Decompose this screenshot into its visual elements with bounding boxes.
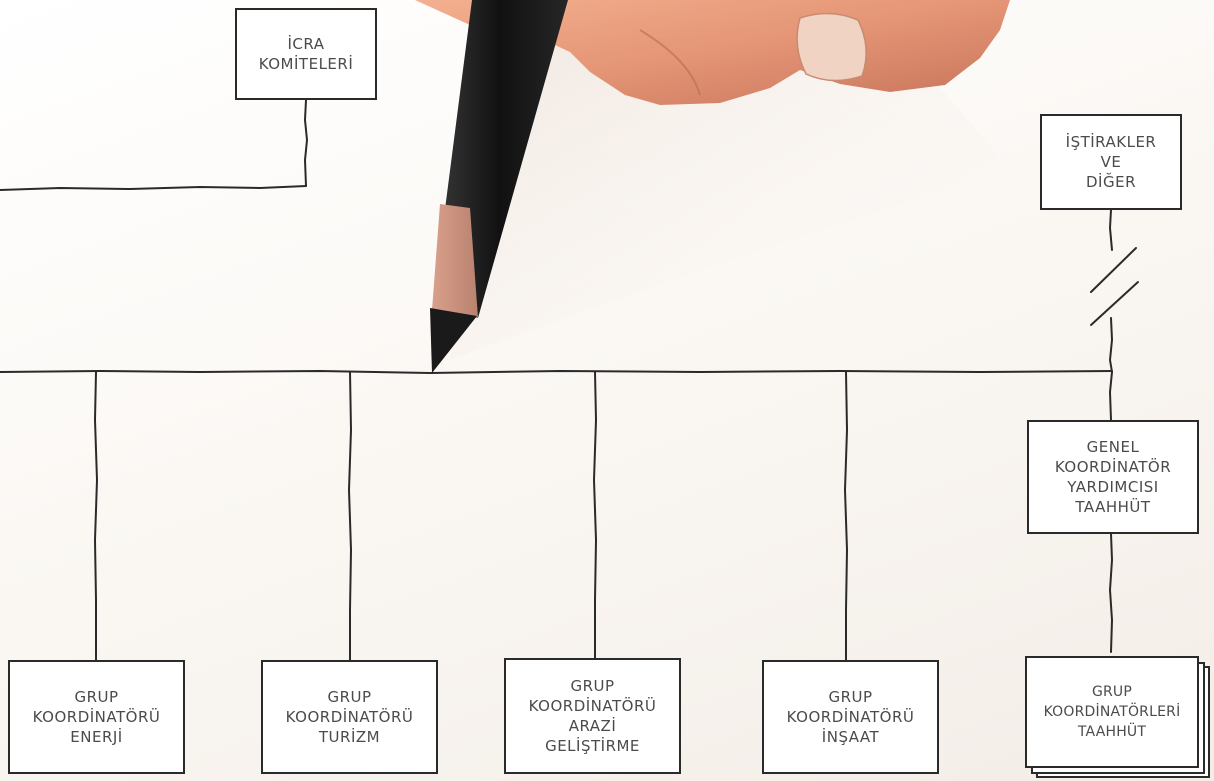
box-turizm-line-3: TURİZM bbox=[318, 728, 381, 746]
box-istirakler-line-2: VE bbox=[1100, 153, 1122, 171]
box-genel-koordinator-yardimcisi: GENEL KOORDİNATÖR YARDIMCISI TAAHHÜT bbox=[1027, 420, 1199, 534]
box-enerji-line-3: ENERJİ bbox=[70, 728, 123, 746]
box-enerji-line-1: GRUP bbox=[74, 688, 119, 706]
connector-arazi bbox=[592, 371, 598, 659]
connector-icra-horizontal bbox=[0, 185, 307, 191]
fingernail bbox=[796, 12, 867, 82]
connector-enerji bbox=[93, 371, 99, 661]
box-enerji-line-2: KOORDİNATÖRÜ bbox=[32, 708, 161, 726]
box-istirakler-line-3: DİĞER bbox=[1086, 173, 1136, 191]
break-mark-1 bbox=[1090, 247, 1137, 293]
box-icra-line-1: İCRA bbox=[287, 35, 325, 53]
connector-icra-vertical bbox=[303, 99, 309, 187]
box-grup-arazi-gelistirme: GRUP KOORDİNATÖRÜ ARAZİ GELİŞTİRME bbox=[504, 658, 681, 774]
finger-crease bbox=[639, 29, 701, 96]
connector-istirakler-upper bbox=[1108, 209, 1113, 251]
box-insaat-line-3: İNŞAAT bbox=[821, 728, 880, 746]
box-taahhut-line-2: KOORDİNATÖRLERİ bbox=[1043, 704, 1181, 720]
connector-turizm bbox=[347, 371, 353, 661]
box-grup-insaat: GRUP KOORDİNATÖRÜ İNŞAAT bbox=[762, 660, 939, 774]
break-mark-2 bbox=[1090, 281, 1139, 326]
box-taahhut-line-1: GRUP bbox=[1091, 684, 1133, 700]
box-turizm-line-1: GRUP bbox=[327, 688, 372, 706]
box-genel-line-3: YARDIMCISI bbox=[1067, 478, 1159, 496]
box-arazi-line-3: ARAZİ bbox=[568, 717, 617, 735]
box-icra-komiteleri: İCRA KOMİTELERİ bbox=[235, 8, 377, 100]
box-grup-koordinatorleri-taahhut: GRUP KOORDİNATÖRLERİ TAAHHÜT bbox=[1025, 656, 1199, 768]
connector-insaat bbox=[843, 371, 849, 661]
box-icra-line-2: KOMİTELERİ bbox=[258, 55, 354, 73]
main-horizontal-line bbox=[0, 369, 1113, 375]
box-insaat-line-1: GRUP bbox=[828, 688, 873, 706]
box-taahhut-line-3: TAAHHÜT bbox=[1077, 724, 1147, 740]
box-genel-line-2: KOORDİNATÖR bbox=[1054, 458, 1172, 476]
connector-genel-taahhut bbox=[1108, 533, 1114, 653]
pencil-tip bbox=[430, 308, 477, 373]
box-arazi-line-1: GRUP bbox=[570, 677, 615, 695]
box-insaat-line-2: KOORDİNATÖRÜ bbox=[786, 708, 915, 726]
box-genel-line-4: TAAHHÜT bbox=[1075, 498, 1151, 516]
box-arazi-line-4: GELİŞTİRME bbox=[545, 737, 640, 755]
hand-shadow bbox=[450, 40, 1010, 360]
box-genel-line-1: GENEL bbox=[1086, 438, 1140, 456]
box-istirakler-ve-diger: İŞTİRAKLER VE DİĞER bbox=[1040, 114, 1182, 210]
connector-istirakler-lower bbox=[1108, 317, 1114, 421]
box-grup-turizm: GRUP KOORDİNATÖRÜ TURİZM bbox=[261, 660, 438, 774]
box-arazi-line-2: KOORDİNATÖRÜ bbox=[528, 697, 657, 715]
box-turizm-line-2: KOORDİNATÖRÜ bbox=[285, 708, 414, 726]
box-grup-enerji: GRUP KOORDİNATÖRÜ ENERJİ bbox=[8, 660, 185, 774]
pencil-wood bbox=[432, 204, 478, 318]
box-istirakler-line-1: İŞTİRAKLER bbox=[1065, 133, 1157, 151]
